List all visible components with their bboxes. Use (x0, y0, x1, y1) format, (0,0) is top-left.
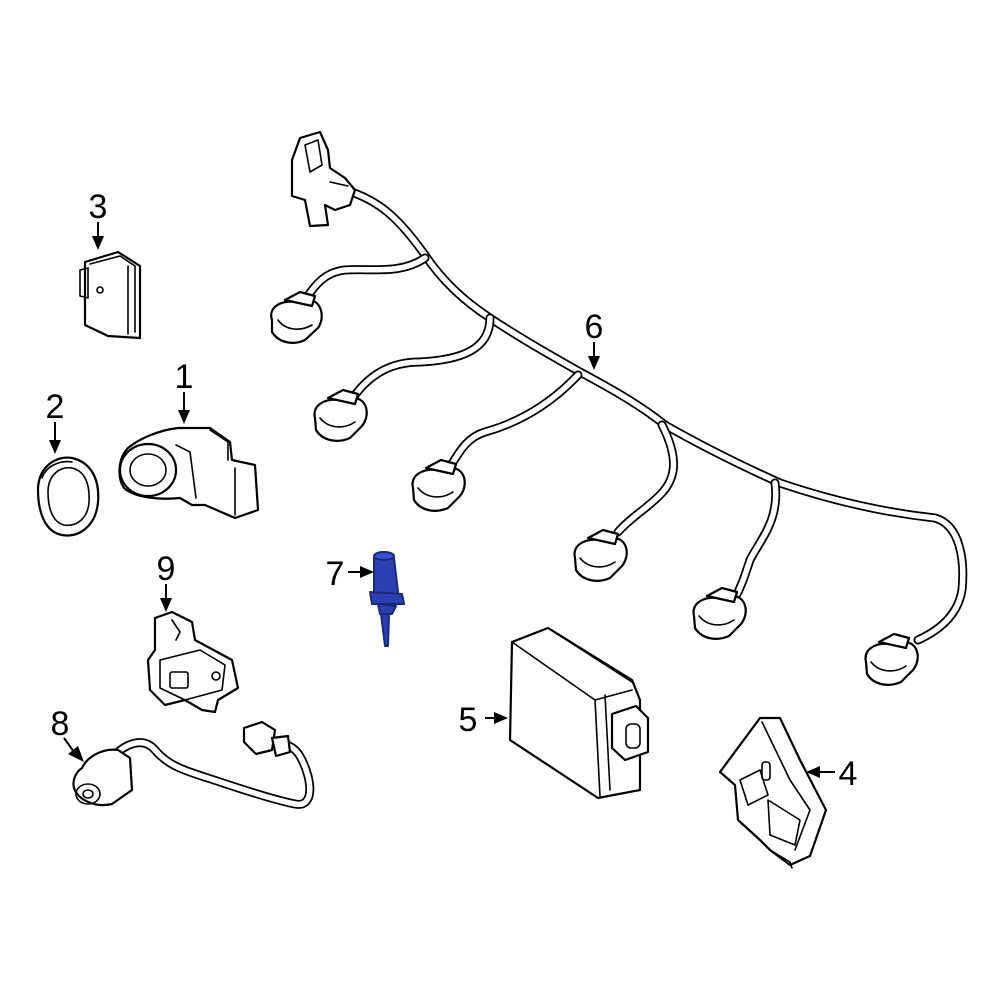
part-2-seal-ring[interactable] (36, 456, 100, 537)
callout-5[interactable]: 5 (459, 701, 478, 739)
callout-4[interactable]: 4 (839, 755, 858, 793)
harness-connector-5 (692, 586, 747, 640)
part-1-park-sensor[interactable] (118, 426, 260, 520)
harness-connector-4 (573, 528, 628, 582)
callout-9[interactable]: 9 (157, 550, 176, 588)
callout-7[interactable]: 7 (326, 555, 345, 593)
callout-3[interactable]: 3 (89, 188, 108, 226)
part-7-sensor-highlighted[interactable] (369, 551, 405, 647)
leaders (49, 222, 835, 778)
part-6-wiring-harness[interactable] (270, 130, 968, 686)
part-8-sensor-cable[interactable] (72, 720, 315, 809)
harness-connector-6 (864, 632, 919, 686)
part-4-mounting-bracket[interactable] (718, 716, 828, 869)
part-3-control-module[interactable] (79, 250, 142, 340)
callout-8[interactable]: 8 (51, 705, 70, 743)
part-9-bracket[interactable] (146, 610, 240, 714)
callout-2[interactable]: 2 (46, 388, 65, 426)
callout-6[interactable]: 6 (585, 308, 604, 346)
harness-connector-3 (411, 458, 466, 512)
harness-connector-2 (313, 388, 368, 442)
part-5-radar-module[interactable] (508, 626, 650, 800)
harness-connector-1 (270, 290, 323, 344)
callout-1[interactable]: 1 (175, 358, 194, 396)
